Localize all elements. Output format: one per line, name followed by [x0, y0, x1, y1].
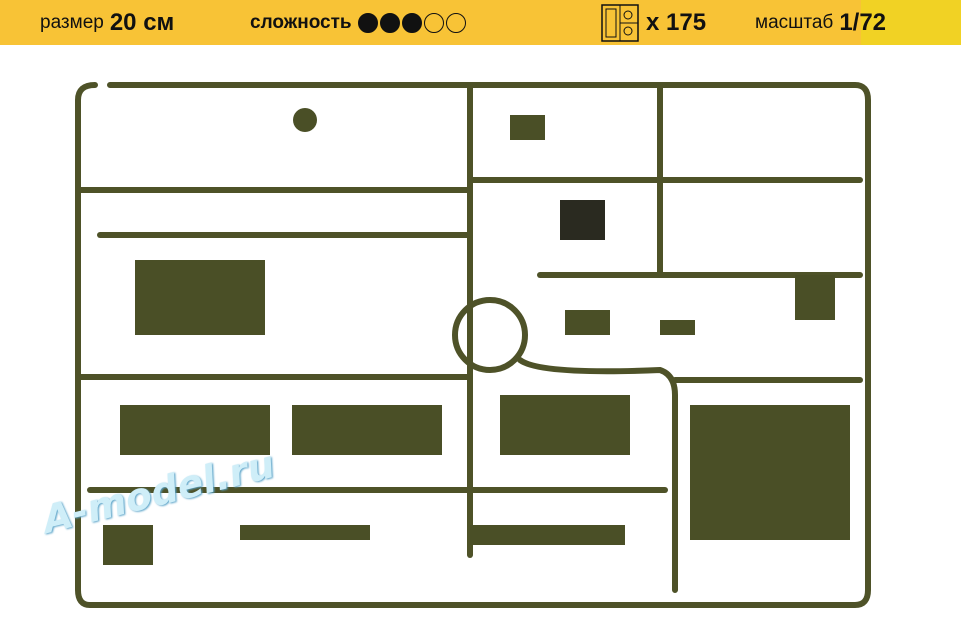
size-value: 20 см: [109, 8, 175, 36]
scale-value: 1/72: [839, 8, 887, 36]
sprue-icon: [601, 3, 639, 42]
difficulty-rating: [357, 12, 468, 33]
difficulty-dot-filled: [357, 12, 378, 33]
sprue-frame: [75, 82, 871, 608]
size-info: размер 20 см: [40, 0, 174, 45]
scale-info: масштаб 1/72: [755, 0, 886, 45]
difficulty-dot-filled: [379, 12, 400, 33]
difficulty-dot-filled: [401, 12, 422, 33]
parts-info: x 175: [600, 0, 706, 45]
difficulty-dot-empty: [445, 12, 466, 33]
difficulty-dot-empty: [423, 12, 444, 33]
difficulty-info: сложность: [250, 0, 468, 45]
scale-label: масштаб: [755, 11, 834, 33]
scale-highlight: [861, 0, 961, 45]
difficulty-label: сложность: [250, 11, 352, 33]
size-label: размер: [40, 11, 104, 33]
kit-parts: [103, 108, 850, 565]
info-bar: размер 20 см сложность x 175 масштаб 1/7…: [0, 0, 961, 45]
sprue-photo: [75, 82, 871, 608]
parts-count: x 175: [646, 8, 707, 36]
